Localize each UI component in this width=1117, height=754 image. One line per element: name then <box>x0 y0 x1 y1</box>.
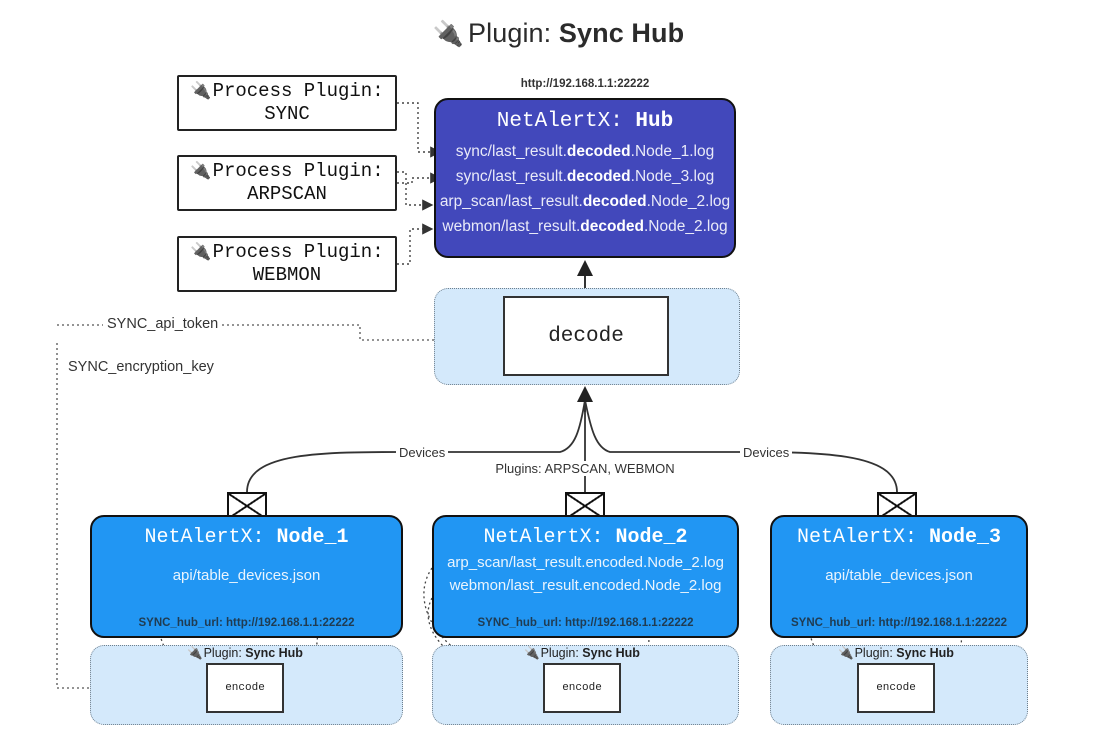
node-box-node-2[interactable]: NetAlertX: Node_2 arp_scan/last_result.e… <box>432 515 739 638</box>
hub-log-pre: webmon/last_result. <box>442 218 581 236</box>
secret-label-encryption-key: SYNC_encryption_key <box>64 359 218 375</box>
decode-box[interactable]: decode <box>503 296 669 376</box>
process-plugin-box-webmon[interactable]: 🔌Process Plugin: WEBMON <box>177 236 397 292</box>
edge-label-devices-right: Devices <box>740 445 793 460</box>
encode-label: encode <box>562 682 602 694</box>
decode-label: decode <box>548 324 624 348</box>
node-title-name: Node_3 <box>929 526 1002 549</box>
page-title: 🔌Plugin: Sync Hub <box>0 18 1117 49</box>
hub-log-post: .Node_3.log <box>630 168 715 186</box>
encode-panel-label-node-1: 🔌Plugin: Sync Hub <box>187 646 303 661</box>
hub-log-pre: arp_scan/last_result. <box>439 193 583 211</box>
hub-log-post: .Node_2.log <box>643 218 728 236</box>
process-plugin-label: Process Plugin: <box>212 159 384 182</box>
plug-icon: 🔌 <box>432 20 465 48</box>
node-log-line: webmon/last_result.encoded.Node_2.log <box>449 577 722 594</box>
hub-box[interactable]: NetAlertX: Hub sync/last_result.decoded.… <box>434 98 736 258</box>
hub-log-strong: decoded <box>566 168 631 186</box>
node-title: NetAlertX: Node_3 <box>797 526 1001 549</box>
hub-log-pre: sync/last_result. <box>455 143 567 160</box>
process-plugin-name: SYNC <box>264 103 310 125</box>
plug-icon: 🔌 <box>524 646 540 660</box>
node-title-name: Node_2 <box>615 526 688 549</box>
hub-log-strong: decoded <box>582 193 647 211</box>
node-log-line: api/table_devices.json <box>172 567 321 584</box>
plug-icon: 🔌 <box>838 646 854 660</box>
node-title-prefix: NetAlertX: <box>483 526 616 549</box>
page-title-prefix: Plugin: <box>468 18 559 48</box>
process-plugin-label: Process Plugin: <box>212 79 384 102</box>
hub-log-line: sync/last_result.decoded.Node_3.log <box>456 164 714 189</box>
hub-log-strong: decoded <box>566 143 631 160</box>
encode-label-prefix: Plugin: <box>203 646 246 660</box>
node-title: NetAlertX: Node_2 <box>483 526 687 549</box>
node-title-name: Node_1 <box>276 526 349 549</box>
process-plugin-name: WEBMON <box>252 264 322 286</box>
node-title: NetAlertX: Node_1 <box>144 526 348 549</box>
hub-log-strong: decoded <box>580 218 644 236</box>
process-plugin-box-sync[interactable]: 🔌Process Plugin: SYNC <box>177 75 397 131</box>
encode-label: encode <box>876 682 916 694</box>
hub-log-post: .Node_1.log <box>630 143 715 160</box>
hub-title: NetAlertX: Hub <box>497 110 673 133</box>
hub-title-prefix: NetAlertX: <box>496 110 636 133</box>
secret-label-api-token: SYNC_api_token <box>103 316 223 332</box>
process-plugin-box-arpscan[interactable]: 🔌Process Plugin: ARPSCAN <box>177 155 397 211</box>
edge-label-devices-left: Devices <box>396 445 449 460</box>
encode-label-prefix: Plugin: <box>854 646 897 660</box>
node-box-node-3[interactable]: NetAlertX: Node_3 api/table_devices.json… <box>770 515 1028 638</box>
encode-label-name: Sync Hub <box>896 646 954 660</box>
plug-icon: 🔌 <box>190 241 212 261</box>
node-footer: SYNC_hub_url: http://192.168.1.1:22222 <box>138 617 355 629</box>
node-title-prefix: NetAlertX: <box>796 526 929 549</box>
encode-label-name: Sync Hub <box>245 646 303 660</box>
encode-box-node-1[interactable]: encode <box>206 663 284 713</box>
hub-log-line: sync/last_result.decoded.Node_1.log <box>456 139 714 164</box>
process-plugin-name: ARPSCAN <box>247 183 327 205</box>
encode-panel-label-node-2: 🔌Plugin: Sync Hub <box>524 646 640 661</box>
hub-title-name: Hub <box>635 110 674 133</box>
node-title-prefix: NetAlertX: <box>144 526 277 549</box>
page-title-name: Sync Hub <box>558 18 685 48</box>
encode-label-name: Sync Hub <box>582 646 640 660</box>
node-footer: SYNC_hub_url: http://192.168.1.1:22222 <box>477 617 694 629</box>
plug-icon: 🔌 <box>190 80 212 100</box>
hub-log-pre: sync/last_result. <box>455 168 567 186</box>
node-box-node-1[interactable]: NetAlertX: Node_1 api/table_devices.json… <box>90 515 403 638</box>
encode-label: encode <box>225 682 265 694</box>
hub-log-post: .Node_2.log <box>646 193 731 211</box>
node-footer: SYNC_hub_url: http://192.168.1.1:22222 <box>790 617 1008 629</box>
node-log-line: arp_scan/last_result.encoded.Node_2.log <box>447 554 724 571</box>
node-log-line: api/table_devices.json <box>825 567 973 584</box>
plug-icon: 🔌 <box>187 646 203 660</box>
encode-box-node-2[interactable]: encode <box>543 663 621 713</box>
hub-log-line: webmon/last_result.decoded.Node_2.log <box>442 214 727 239</box>
encode-panel-label-node-3: 🔌Plugin: Sync Hub <box>838 646 954 661</box>
process-plugin-label: Process Plugin: <box>212 240 384 263</box>
hub-url-label: http://192.168.1.1:22222 <box>520 78 650 90</box>
plug-icon: 🔌 <box>190 160 212 180</box>
encode-box-node-3[interactable]: encode <box>857 663 935 713</box>
edge-label-plugins: Plugins: ARPSCAN, WEBMON <box>492 461 678 476</box>
encode-label-prefix: Plugin: <box>540 646 583 660</box>
hub-log-line: arp_scan/last_result.decoded.Node_2.log <box>440 189 730 214</box>
